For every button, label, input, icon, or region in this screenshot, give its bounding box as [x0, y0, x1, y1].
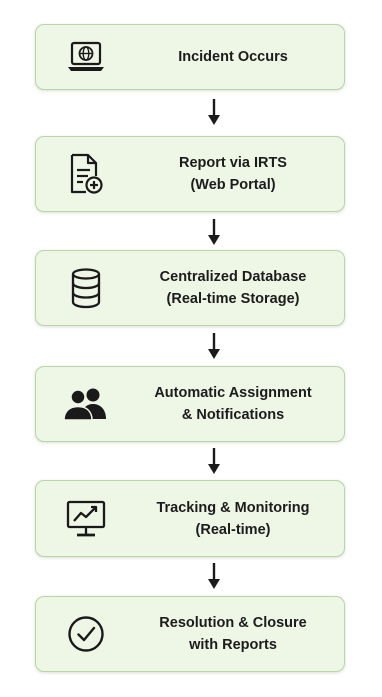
document-add-icon — [36, 137, 136, 211]
step-report-via-irts: Report via IRTS (Web Portal) — [35, 136, 345, 212]
step-label: Report via IRTS (Web Portal) — [132, 137, 334, 211]
step-label-line2: & Notifications — [181, 407, 285, 423]
step-label-line1: Tracking & Monitoring — [156, 499, 310, 516]
step-label-line1: Automatic Assignment — [154, 385, 312, 401]
check-circle-icon — [36, 597, 136, 671]
arrow-down-icon — [208, 219, 220, 245]
arrow-down-icon — [208, 333, 220, 359]
arrow-down-icon — [208, 448, 220, 474]
step-centralized-database: Centralized Database (Real-time Storage) — [35, 250, 345, 326]
step-label-line1: Centralized Database — [159, 269, 307, 285]
step-resolution-closure: Resolution & Closure with Reports — [35, 596, 345, 672]
step-label: Resolution & Closure with Reports — [132, 597, 334, 671]
database-icon — [36, 251, 136, 325]
step-tracking-monitoring: Tracking & Monitoring (Real-time) — [35, 480, 345, 557]
arrow-down-icon — [208, 99, 220, 125]
step-label-line2: (Real-time) — [195, 521, 271, 538]
step-automatic-assignment: Automatic Assignment & Notifications — [35, 366, 345, 442]
laptop-globe-icon — [36, 25, 136, 89]
users-icon — [36, 367, 136, 441]
monitor-chart-icon — [36, 481, 136, 556]
arrow-down-icon — [208, 563, 220, 589]
step-label-line1: Resolution & Closure — [159, 615, 307, 631]
step-label-line2: (Web Portal) — [190, 177, 276, 193]
step-label: Centralized Database (Real-time Storage) — [132, 251, 334, 325]
step-label-line2: (Real-time Storage) — [166, 291, 300, 307]
step-label: Incident Occurs — [132, 25, 334, 89]
step-label-line1: Incident Occurs — [178, 49, 288, 65]
step-label: Automatic Assignment & Notifications — [132, 367, 334, 441]
step-label: Tracking & Monitoring (Real-time) — [132, 481, 334, 556]
step-label-line2: with Reports — [189, 637, 277, 653]
step-label-line1: Report via IRTS — [179, 155, 287, 171]
step-incident-occurs: Incident Occurs — [35, 24, 345, 90]
